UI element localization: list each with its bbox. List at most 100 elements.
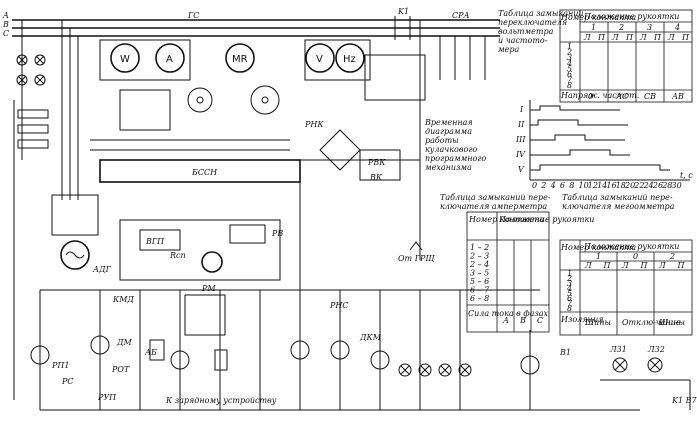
gs-label: ГС xyxy=(187,11,199,20)
volt-sub: П xyxy=(653,33,662,42)
volt-footer-value: 0 xyxy=(588,92,593,101)
volt-title-line: и частото- xyxy=(498,36,548,45)
rs-label: РС xyxy=(61,377,74,386)
timing-title-line: работы xyxy=(425,136,459,145)
volt-sub: Л xyxy=(583,33,591,42)
volt-row: 4 xyxy=(566,59,572,68)
rnk-label: РНК xyxy=(304,120,324,129)
meg-row: 3 xyxy=(567,279,572,288)
timing-tick: 28 xyxy=(661,181,672,190)
timing-tick: 8 xyxy=(569,181,574,190)
rns-label: РНС xyxy=(329,301,348,310)
volt-position: 4 xyxy=(674,23,680,32)
meg-position: 1 xyxy=(596,252,601,261)
ab-label: АБ xyxy=(144,348,157,357)
volt-sub: П xyxy=(625,33,634,42)
megohmmeter-table xyxy=(559,239,693,336)
amm-row: 2 – 3 xyxy=(469,252,489,261)
wattmeter xyxy=(110,43,140,73)
volt-col-contact: Номер контакта xyxy=(560,13,636,22)
meg-row: 6 xyxy=(567,294,572,303)
meg-row: 7 xyxy=(567,299,573,308)
timing-axis-unit: t, c xyxy=(680,171,693,180)
rv-label: РВ xyxy=(271,229,283,238)
amm-col-position: Положение рукоятки xyxy=(498,215,594,224)
meg-footer-value: Шины xyxy=(584,318,611,327)
amm-footer-value: А xyxy=(502,316,509,325)
kmd-label: КМД xyxy=(112,295,134,304)
amm-row: 3 – 5 xyxy=(470,269,489,278)
timing-tick: 12 xyxy=(588,181,598,190)
voltmeter-table xyxy=(559,9,693,103)
mr-meter xyxy=(225,43,255,73)
timing-tick: 2 xyxy=(540,181,546,190)
meg-col-contact: Номер контакта xyxy=(560,243,636,252)
timing-diagram-title: Временнаядиаграммаработыкулачковогопрогр… xyxy=(424,118,486,172)
timing-tick: 26 xyxy=(652,181,663,190)
l31-label: Л31 xyxy=(609,345,627,354)
ot-grshch-label: От ГРЩ xyxy=(398,254,435,263)
volt-footer-value: АС xyxy=(615,92,628,101)
volt-position: 1 xyxy=(591,23,596,32)
meg-footer-value: Отклю-чение xyxy=(622,318,681,327)
meg-row: 5 xyxy=(567,289,572,298)
k1b7-label: K1 B7 xyxy=(671,396,697,405)
signal-lamps xyxy=(16,54,49,149)
charger-label: К зарядному устройству xyxy=(165,396,277,405)
ammeter-rows: 1 – 22 – 32 – 43 – 55 – 66 – 76 – 8 xyxy=(469,243,490,303)
volt-row: 3 xyxy=(567,53,572,62)
meter-hz-label: Hz xyxy=(343,54,356,65)
rotary-switches xyxy=(90,85,290,151)
volt-title-line: переключателя xyxy=(498,18,567,27)
volt-footer-value: АВ xyxy=(671,92,684,101)
rm-label: РМ xyxy=(201,284,216,293)
meg-title-line: Таблица замыканий пере- xyxy=(562,193,673,202)
amm-row: 6 – 8 xyxy=(470,294,489,303)
meg-row: 8 xyxy=(567,304,572,313)
rvk-label: РВК xyxy=(367,158,386,167)
amm-row: 5 – 6 xyxy=(470,277,489,286)
ammeter-table xyxy=(466,211,550,333)
volt-sub: Л xyxy=(639,33,647,42)
timing-tick: 4 xyxy=(550,181,556,190)
k1-label: K1 xyxy=(397,7,409,16)
timing-tick: 14 xyxy=(597,181,607,190)
meter-mr-label: MR xyxy=(232,54,248,65)
bssn-label: БССН xyxy=(191,168,218,177)
amm-footer-label: Сила тока в фазах xyxy=(468,309,549,318)
volt-title-line: вольтметра xyxy=(498,27,554,36)
amm-footer-value: С xyxy=(537,316,543,325)
timing-tick: 10 xyxy=(579,181,589,190)
timing-title-line: кулачкового xyxy=(425,145,477,154)
meter-w-label: W xyxy=(120,54,130,65)
volt-title-line: мера xyxy=(498,45,519,54)
control-circuit xyxy=(39,289,691,411)
adg-label: АДГ xyxy=(92,265,112,274)
meg-sub: П xyxy=(640,261,649,270)
timing-tick: 0 xyxy=(532,181,537,190)
volt-row: 7 xyxy=(567,76,573,85)
amm-title-line: ключателя амперметра xyxy=(440,202,547,211)
timing-tick: 18 xyxy=(616,181,626,190)
timing-title-line: программного xyxy=(425,154,486,163)
volt-position: 2 xyxy=(618,23,624,32)
volt-sub: Л xyxy=(611,33,619,42)
b1-label: В1 xyxy=(559,348,571,357)
timing-tick: 20 xyxy=(624,181,635,190)
rsp-label: Rсп xyxy=(169,251,186,260)
megohmmeter-table-title: Таблица замыканий пере-ключателя мегоомм… xyxy=(562,193,675,211)
timing-tick: 6 xyxy=(560,181,565,190)
voltmeter-table-title: Таблица замыканийпереключателявольтметра… xyxy=(498,9,584,54)
timing-row-1: I xyxy=(519,105,524,114)
amm-footer-value: В xyxy=(519,316,526,325)
relay-box xyxy=(364,54,426,101)
rup-label: РУП xyxy=(97,393,117,402)
vk-label: ВК xyxy=(369,173,383,182)
meg-position: 0 xyxy=(633,252,638,261)
